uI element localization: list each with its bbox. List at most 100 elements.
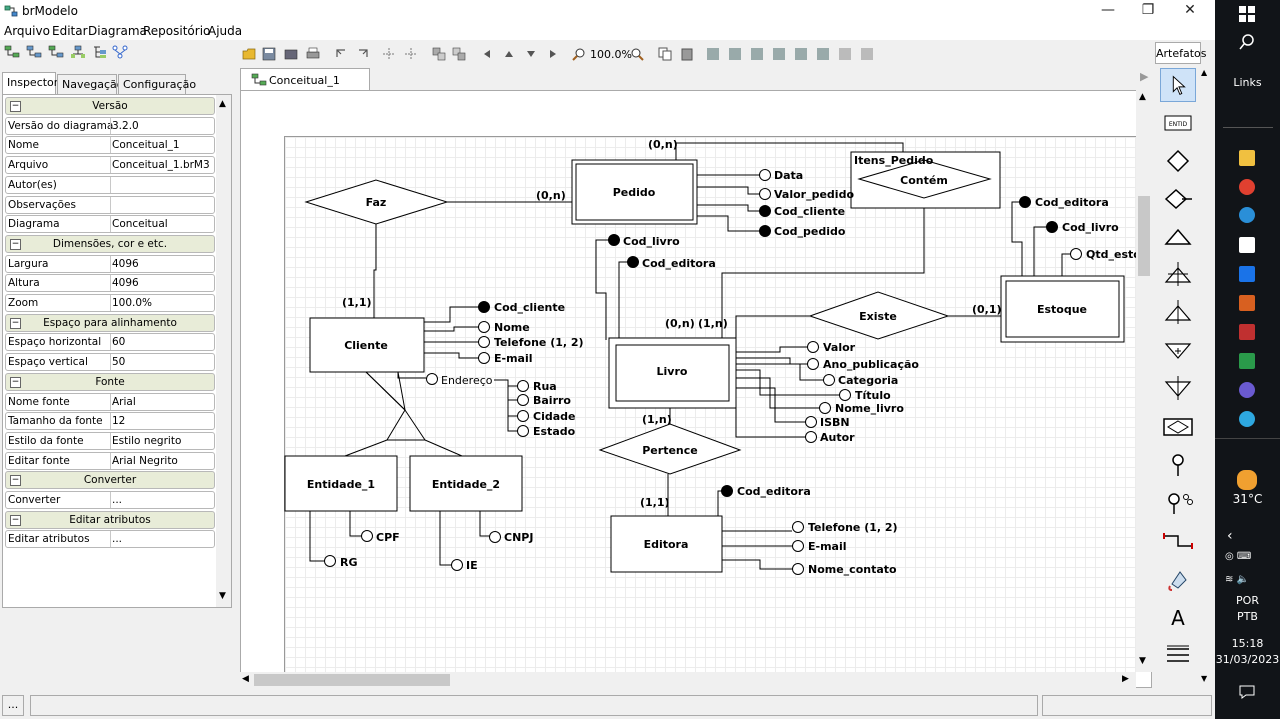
zoom-out-icon[interactable] bbox=[572, 47, 586, 61]
collapse-icon[interactable]: − bbox=[10, 238, 21, 250]
menu-ajuda[interactable]: Ajuda bbox=[208, 24, 243, 38]
inspector-section[interactable]: −Converter bbox=[5, 471, 215, 490]
move-left-icon[interactable] bbox=[480, 47, 494, 61]
list-tool-icon[interactable] bbox=[1160, 638, 1196, 672]
notification-icon[interactable] bbox=[1239, 684, 1255, 700]
paint-tool-icon[interactable] bbox=[1160, 562, 1196, 596]
language-ptb[interactable]: PTB bbox=[1237, 610, 1258, 623]
associative-entity-icon[interactable] bbox=[1160, 410, 1196, 444]
paste-icon[interactable] bbox=[680, 47, 694, 61]
acrobat-icon[interactable] bbox=[1239, 324, 1255, 340]
group-icon[interactable] bbox=[432, 47, 446, 61]
diagram-canvas[interactable] bbox=[284, 136, 1136, 672]
move-up-icon[interactable] bbox=[502, 47, 516, 61]
menu-repositorio[interactable]: Repositório bbox=[143, 24, 211, 38]
canvas-scroll-right-icon[interactable]: ▶ bbox=[1122, 674, 1129, 684]
inspector-row[interactable]: Observações bbox=[5, 195, 215, 214]
composite-attribute-icon[interactable] bbox=[1160, 486, 1196, 520]
inspector-row[interactable]: Converter... bbox=[5, 491, 215, 509]
save-as-icon[interactable] bbox=[284, 47, 298, 61]
inspector-row[interactable]: Autor(es) bbox=[5, 175, 215, 194]
collapse-icon[interactable]: − bbox=[10, 514, 21, 526]
property-value[interactable]: 12 bbox=[112, 415, 126, 428]
property-value[interactable]: Conceitual bbox=[112, 218, 168, 231]
inspector-section[interactable]: −Fonte bbox=[5, 372, 215, 391]
relationship-tool-icon[interactable] bbox=[1160, 144, 1196, 178]
property-value[interactable]: 100.0% bbox=[112, 297, 153, 309]
powerpoint-icon[interactable] bbox=[1239, 295, 1255, 311]
new-conceptual-icon[interactable] bbox=[4, 45, 20, 59]
tab-conceitual[interactable]: Conceitual_1 bbox=[240, 68, 370, 90]
menu-arquivo[interactable]: Arquivo bbox=[4, 24, 50, 38]
inspector-row[interactable]: Editar atributos... bbox=[5, 530, 215, 549]
mail-icon[interactable] bbox=[1239, 266, 1255, 282]
property-value[interactable]: Arial Negrito bbox=[112, 454, 178, 467]
canvas-scroll-down-icon[interactable]: ▼ bbox=[1139, 656, 1146, 666]
undo-icon[interactable] bbox=[334, 47, 348, 61]
wifi-sound-icon[interactable]: ≋ 🔈 bbox=[1225, 574, 1250, 585]
search-icon[interactable] bbox=[1239, 34, 1255, 50]
inspector-scrollbar[interactable]: ▲ ▼ bbox=[216, 95, 231, 607]
align-left-icon[interactable] bbox=[706, 47, 720, 61]
generalization-alt-icon[interactable] bbox=[1160, 372, 1196, 406]
zoom-in-icon[interactable] bbox=[630, 47, 644, 61]
windows-start-icon[interactable] bbox=[1239, 6, 1255, 22]
move-right-icon[interactable] bbox=[546, 47, 560, 61]
file-explorer-icon[interactable] bbox=[1239, 150, 1255, 166]
tree-icon[interactable] bbox=[70, 45, 86, 59]
property-value[interactable]: Conceitual_1 bbox=[112, 139, 180, 152]
attribute-tool-icon[interactable] bbox=[1160, 448, 1196, 482]
property-value[interactable]: ... bbox=[112, 533, 123, 546]
align-middle-icon[interactable] bbox=[794, 47, 808, 61]
property-value[interactable]: ... bbox=[112, 494, 123, 506]
scroll-down-icon[interactable]: ▼ bbox=[219, 591, 226, 601]
generalization-icon[interactable] bbox=[1160, 334, 1196, 368]
fit-icon[interactable] bbox=[382, 47, 396, 61]
language-por[interactable]: POR bbox=[1236, 594, 1259, 607]
list-tree-icon[interactable] bbox=[92, 45, 108, 59]
inspector-section[interactable]: −Espaço para alinhamento bbox=[5, 313, 215, 332]
collapse-icon[interactable]: − bbox=[10, 475, 21, 487]
distribute-v-icon[interactable] bbox=[860, 47, 874, 61]
collapse-icon[interactable]: − bbox=[10, 101, 21, 112]
property-value[interactable]: Arial bbox=[112, 395, 136, 408]
app-icon-purple[interactable] bbox=[1239, 382, 1255, 398]
canvas-vscroll-thumb[interactable] bbox=[1138, 196, 1150, 276]
edge-icon[interactable] bbox=[1239, 207, 1255, 223]
align-center-icon[interactable] bbox=[728, 47, 742, 61]
inspector-section[interactable]: −Versão bbox=[5, 97, 215, 115]
convert-icon[interactable] bbox=[48, 45, 64, 59]
chrome-icon[interactable] bbox=[1239, 179, 1255, 195]
minimize-button[interactable]: — bbox=[1101, 2, 1115, 18]
property-value[interactable]: Estilo negrito bbox=[112, 434, 182, 447]
property-value[interactable]: 3.2.0 bbox=[112, 119, 139, 132]
canvas-scroll-left-icon[interactable]: ◀ bbox=[242, 674, 249, 684]
entity-tool-icon[interactable]: ENTID bbox=[1160, 106, 1196, 140]
line-tool-icon[interactable] bbox=[1160, 524, 1196, 558]
close-button[interactable]: ✕ bbox=[1184, 2, 1196, 18]
specialization-shared-icon[interactable] bbox=[1160, 296, 1196, 330]
network-icon[interactable] bbox=[112, 45, 128, 59]
store-icon[interactable] bbox=[1239, 237, 1255, 253]
canvas-hscroll-thumb[interactable] bbox=[254, 674, 450, 686]
align-top-icon[interactable] bbox=[772, 47, 786, 61]
tab-inspector[interactable]: Inspector bbox=[2, 72, 58, 94]
weather-icon[interactable] bbox=[1237, 470, 1257, 490]
align-bottom-icon[interactable] bbox=[816, 47, 830, 61]
inspector-section[interactable]: −Editar atributos bbox=[5, 510, 215, 529]
property-value[interactable]: 4096 bbox=[112, 277, 139, 290]
specialization-exclusive-icon[interactable] bbox=[1160, 258, 1196, 292]
align-right-icon[interactable] bbox=[750, 47, 764, 61]
canvas-scroll-up-icon[interactable]: ▲ bbox=[1139, 92, 1146, 102]
status-ellipsis[interactable]: ... bbox=[2, 695, 24, 716]
